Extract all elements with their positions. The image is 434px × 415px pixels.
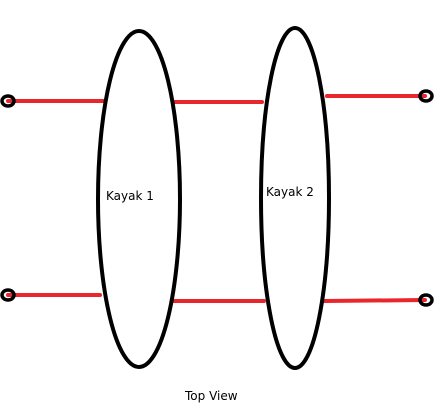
crossbars <box>6 94 427 303</box>
kayak-2-outline <box>259 26 331 370</box>
bar-end-loop-rear-right <box>418 293 434 307</box>
bar-end-loop-front-left <box>0 94 16 108</box>
bar-end-loop-rear-left <box>0 288 16 302</box>
kayak-1-outline <box>96 29 182 369</box>
kayak-1-label: Kayak 1 <box>106 189 154 203</box>
bar-end-loop-front-right <box>418 89 434 103</box>
diagram-caption: Top View <box>184 389 238 403</box>
crossbar-rear-right <box>323 298 427 303</box>
kayak-2-label: Kayak 2 <box>266 185 314 199</box>
bar-end-loops <box>0 89 434 307</box>
